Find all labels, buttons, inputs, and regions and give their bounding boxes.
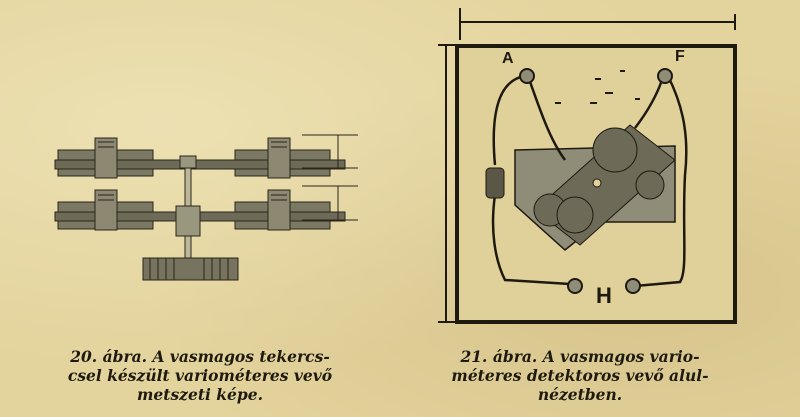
caption-line: metszeti képe. xyxy=(137,385,263,404)
caption-line: 21. ábra. A vasmagos vario- xyxy=(460,347,700,366)
terminal-label-a: A xyxy=(502,50,514,67)
caption-line: nézetben. xyxy=(537,385,623,404)
terminal-label-h: H xyxy=(596,283,612,308)
caption-line: csel készült variométeres vevő xyxy=(67,366,333,385)
caption-line: 20. ábra. A vasmagos tekercs- xyxy=(70,347,330,366)
figure-20-drawing xyxy=(54,134,358,281)
terminal-label-f: F xyxy=(675,48,685,65)
figure-20-caption: 20. ábra. A vasmagos tekercs- csel készü… xyxy=(30,347,370,404)
figure-21-caption: 21. ábra. A vasmagos vario- méteres dete… xyxy=(405,347,755,404)
figure-21-drawing xyxy=(438,8,737,324)
caption-line: méteres detektoros vevő alul- xyxy=(451,366,709,385)
